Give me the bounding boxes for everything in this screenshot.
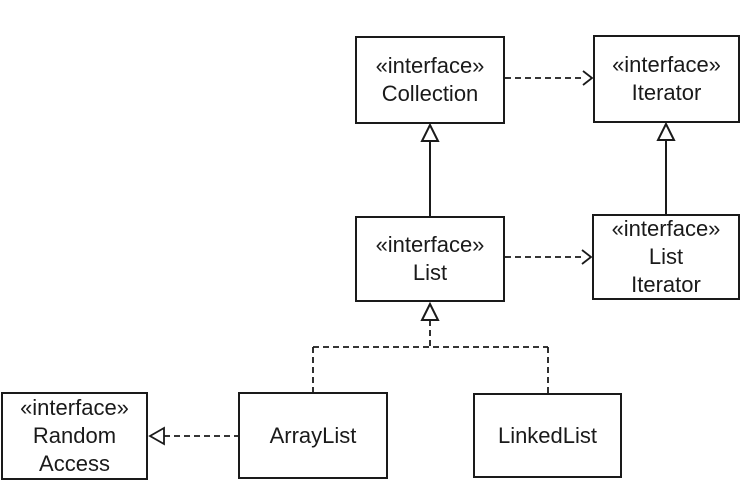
class-name: ArrayList [269, 422, 357, 448]
hollow-triangle-arrowhead-icon [148, 426, 165, 446]
open-arrowhead-icon [581, 249, 593, 265]
stereotype-label: «interface» [375, 232, 485, 257]
hollow-triangle-arrowhead-icon [420, 301, 440, 321]
stereotype-label: «interface» [375, 53, 485, 78]
class-name: Iterator [631, 80, 702, 105]
hollow-triangle-arrowhead-icon [420, 122, 440, 142]
class-box-random-access: «interface» Random Access [1, 392, 148, 480]
hollow-triangle-arrowhead-icon [656, 121, 676, 141]
class-box-list-iterator: «interface» List Iterator [592, 214, 740, 300]
class-name: List [412, 260, 448, 285]
class-name: LinkedList [497, 422, 598, 448]
stereotype-label: «interface» [612, 52, 721, 77]
open-arrowhead-icon [582, 70, 594, 86]
class-name: Collection [381, 81, 479, 106]
class-box-collection: «interface» Collection [355, 36, 505, 124]
class-name: List Iterator [631, 244, 701, 297]
stereotype-label: «interface» [611, 216, 721, 241]
stereotype-label: «interface» [20, 395, 129, 420]
class-box-linkedlist: LinkedList [473, 393, 622, 478]
class-box-list: «interface» List [355, 216, 505, 302]
class-box-iterator: «interface» Iterator [593, 35, 740, 123]
class-box-arraylist: ArrayList [238, 392, 388, 479]
class-name: Random Access [32, 423, 117, 476]
